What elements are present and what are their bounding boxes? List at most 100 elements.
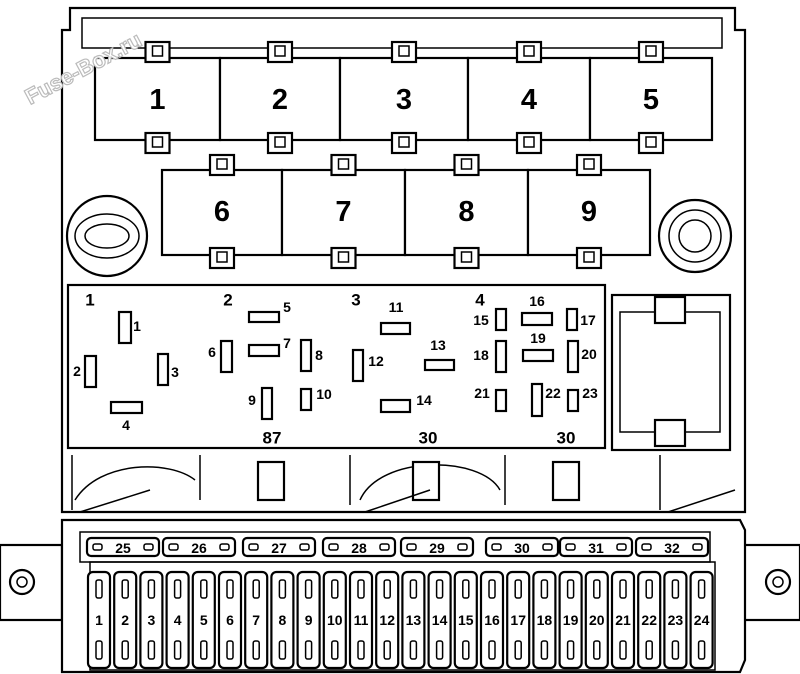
fuse-contact — [357, 640, 365, 660]
panel-fuse-16: 16 — [520, 293, 554, 327]
bolt-right-icon — [764, 568, 792, 596]
fuse-contact — [491, 543, 502, 551]
fuse-7: 7 — [244, 570, 269, 670]
fuse-body — [401, 570, 426, 670]
fuse-9: 9 — [296, 570, 321, 670]
fuse-label: 6 — [226, 612, 234, 628]
fuse-contact — [641, 543, 652, 551]
fuse-slot — [83, 354, 98, 389]
relay-clip — [575, 153, 603, 177]
section-label: 1 — [85, 291, 94, 310]
fuse-30: 30 — [484, 536, 560, 558]
fuse-slot-label: 17 — [580, 312, 596, 328]
fuse-contact — [278, 579, 287, 599]
fuse-body — [241, 536, 317, 558]
relay-clip — [575, 246, 603, 270]
fuse-label: 5 — [200, 612, 208, 628]
fuse-slot — [247, 343, 281, 358]
fuse-body — [139, 570, 164, 670]
fuse-22: 22 — [637, 570, 662, 670]
panel-fuse-5: 5 — [247, 299, 291, 324]
panel-fuse-12: 12 — [351, 348, 384, 383]
fuse-contact — [331, 640, 339, 660]
relay-7: 7 — [280, 153, 407, 270]
fuse-contact — [619, 640, 627, 660]
panel-fuse-14: 14 — [379, 392, 432, 414]
fuse-slot-label: 7 — [283, 335, 291, 351]
fuse-19: 19 — [558, 570, 583, 670]
fuse-contact — [409, 579, 418, 599]
relay-clip — [453, 246, 480, 270]
relay-clip — [208, 246, 236, 270]
relay-clip — [266, 131, 294, 155]
relay-label: 8 — [458, 196, 474, 228]
fuse-contact — [697, 640, 706, 660]
fuse-slot-label: 8 — [315, 347, 323, 363]
fuse-slot — [494, 388, 508, 413]
relay-body — [93, 56, 222, 142]
bolt-left-icon — [8, 568, 36, 596]
fuse-label: 23 — [668, 612, 684, 628]
fuse-label: 8 — [279, 612, 287, 628]
relay-clip-slot — [583, 251, 595, 263]
fuse-contact — [200, 579, 208, 599]
relay-label: 6 — [214, 196, 230, 228]
fuse-21: 21 — [610, 570, 636, 670]
relay-clip — [453, 153, 480, 177]
fuse-body — [532, 570, 557, 670]
fuse-32: 32 — [634, 536, 710, 558]
panel-fuse-3: 3 — [156, 352, 179, 387]
relay-clip — [144, 40, 171, 64]
panel-fuse-17: 17 — [565, 307, 596, 332]
fuse-contact — [121, 579, 129, 599]
relay-clip — [330, 246, 357, 270]
fuse-slot — [299, 387, 313, 412]
terminal-label: 30 — [419, 429, 438, 448]
fuse-28: 28 — [321, 536, 397, 558]
relay-3: 3 — [338, 40, 470, 155]
section-label: 4 — [475, 291, 485, 310]
fuse-body — [506, 570, 531, 670]
relay-clip-slot — [398, 136, 410, 148]
fuse-slot-label: 12 — [368, 353, 384, 369]
fuse-slot-label: 16 — [529, 293, 545, 309]
fuse-13: 13 — [401, 570, 426, 670]
fuse-contact — [248, 543, 259, 551]
relay-label: 3 — [396, 84, 412, 116]
fuse-contact — [147, 640, 156, 660]
fuse-label: 22 — [641, 612, 657, 628]
fuse-26: 26 — [161, 536, 237, 558]
relay-label: 1 — [149, 84, 165, 116]
fuse-contact — [379, 543, 390, 551]
fuse-contact — [619, 579, 627, 599]
fuse-body — [453, 570, 478, 670]
relay-clip — [515, 40, 543, 64]
fuse-slot — [520, 311, 554, 327]
fuse-contact — [304, 640, 313, 660]
fuse-slot-label: 11 — [389, 299, 404, 315]
fuse-slot — [117, 310, 133, 345]
fuse-slot-label: 13 — [430, 337, 446, 353]
fuse-slot-label: 22 — [545, 385, 561, 401]
fuse-label: 30 — [514, 540, 530, 556]
fuse-contact — [226, 579, 234, 599]
relay-label: 9 — [581, 196, 597, 228]
relay-clip — [637, 40, 665, 64]
panel-fuse-7: 7 — [247, 335, 291, 358]
fuse-label: 31 — [588, 540, 604, 556]
fuse-10: 10 — [322, 570, 347, 670]
panel-fuse-10: 10 — [299, 386, 332, 412]
fuse-body — [270, 570, 295, 670]
relay-clip-slot — [583, 158, 595, 170]
fuse-body — [584, 570, 609, 670]
relay-clip — [330, 153, 357, 177]
fuse-slot — [260, 386, 274, 421]
fuse-contact — [645, 640, 653, 660]
fuse-label: 17 — [510, 612, 526, 628]
fuse-slot — [247, 310, 281, 324]
fuse-body — [296, 570, 321, 670]
fuse-contact — [173, 640, 182, 660]
fuse-label: 24 — [694, 612, 710, 628]
fuse-label: 29 — [429, 540, 445, 556]
fuse-body — [85, 536, 161, 558]
